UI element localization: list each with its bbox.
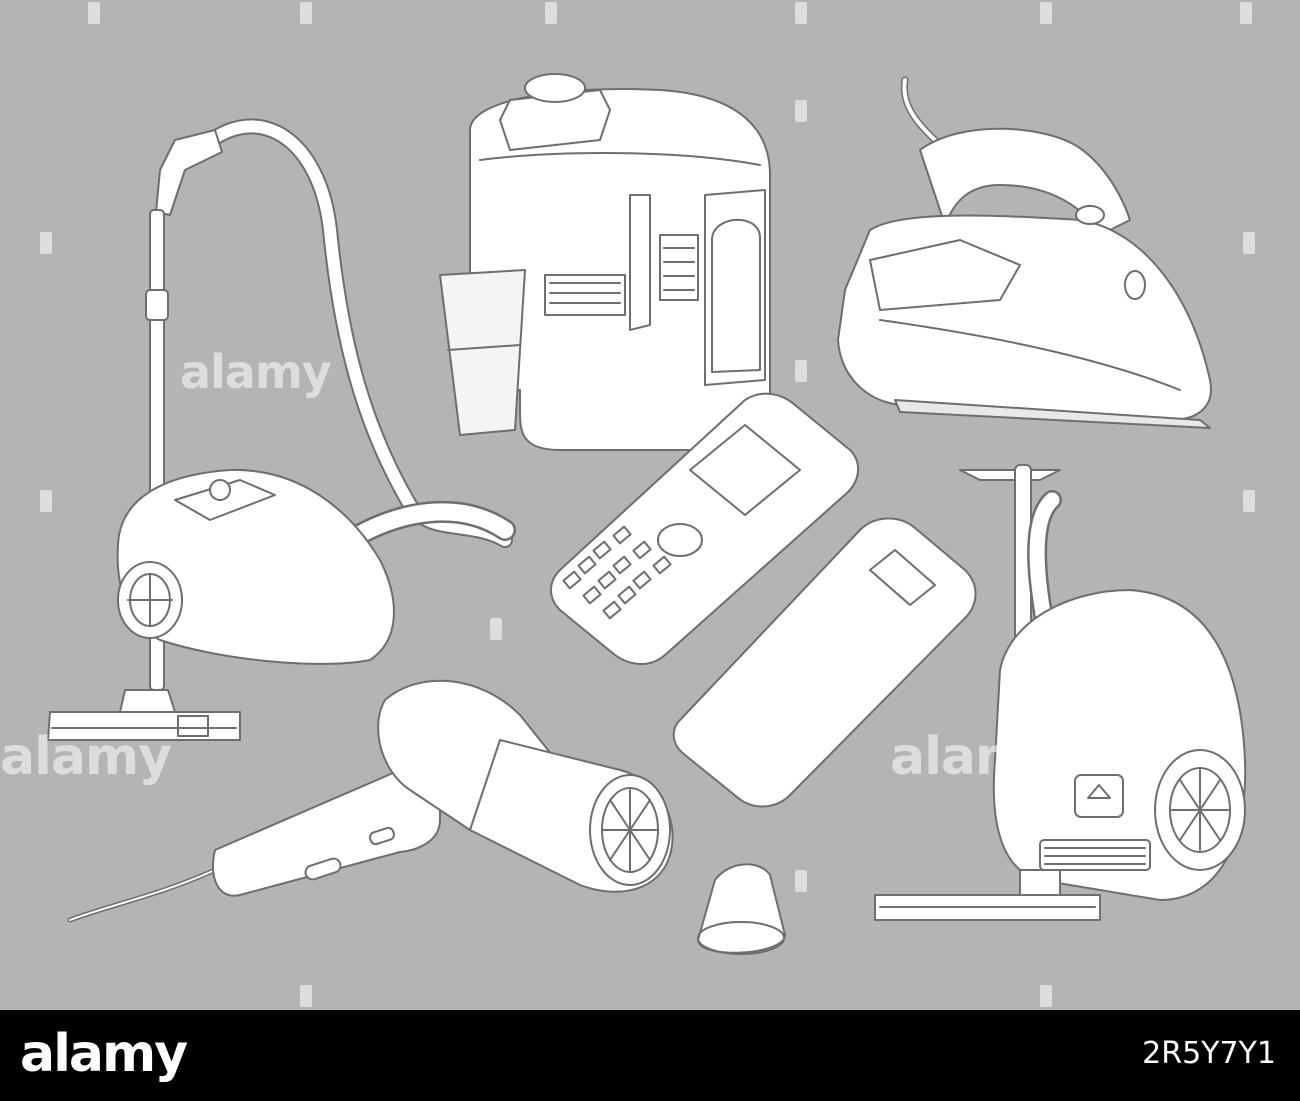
hair-dryer-nozzle bbox=[697, 863, 786, 955]
watermark-mark bbox=[795, 100, 807, 122]
watermark-mark bbox=[795, 2, 807, 24]
watermark-mark bbox=[1243, 490, 1255, 512]
watermark-mark bbox=[40, 490, 52, 512]
watermark-mark bbox=[545, 2, 557, 24]
watermark-mark bbox=[300, 985, 312, 1007]
watermark-mark bbox=[490, 618, 502, 640]
watermark-mark bbox=[1240, 2, 1252, 24]
footer-logo[interactable]: alamy bbox=[20, 1024, 188, 1084]
vacuum-cleaner-left bbox=[47, 118, 516, 741]
watermark-mark bbox=[40, 232, 52, 254]
watermark-mark bbox=[88, 2, 100, 24]
steam-iron bbox=[837, 76, 1212, 429]
juicer bbox=[439, 73, 771, 451]
mobile-phone-back bbox=[672, 517, 977, 808]
watermark-text: alamy bbox=[920, 345, 1072, 399]
vacuum-cleaner-right bbox=[874, 464, 1247, 921]
watermark-mark bbox=[1243, 232, 1255, 254]
watermark-text: alamy bbox=[0, 727, 172, 787]
mobile-phone-front bbox=[550, 392, 859, 665]
watermark-text: alamy bbox=[890, 727, 1062, 787]
watermark-text: alamy bbox=[180, 345, 332, 399]
watermark-mark bbox=[300, 2, 312, 24]
image-id: 2R5Y7Y1 bbox=[1142, 1036, 1276, 1071]
watermark-mark bbox=[1040, 2, 1052, 24]
watermark-mark bbox=[1040, 985, 1052, 1007]
appliances-drawing bbox=[47, 73, 1247, 955]
watermark-mark bbox=[795, 870, 807, 892]
appliances-illustration: alamy alamy alamy alamy bbox=[0, 0, 1300, 1010]
watermark-mark bbox=[795, 360, 807, 382]
hair-dryer bbox=[67, 679, 674, 923]
footer-bar: alamy 2R5Y7Y1 bbox=[0, 1010, 1300, 1101]
